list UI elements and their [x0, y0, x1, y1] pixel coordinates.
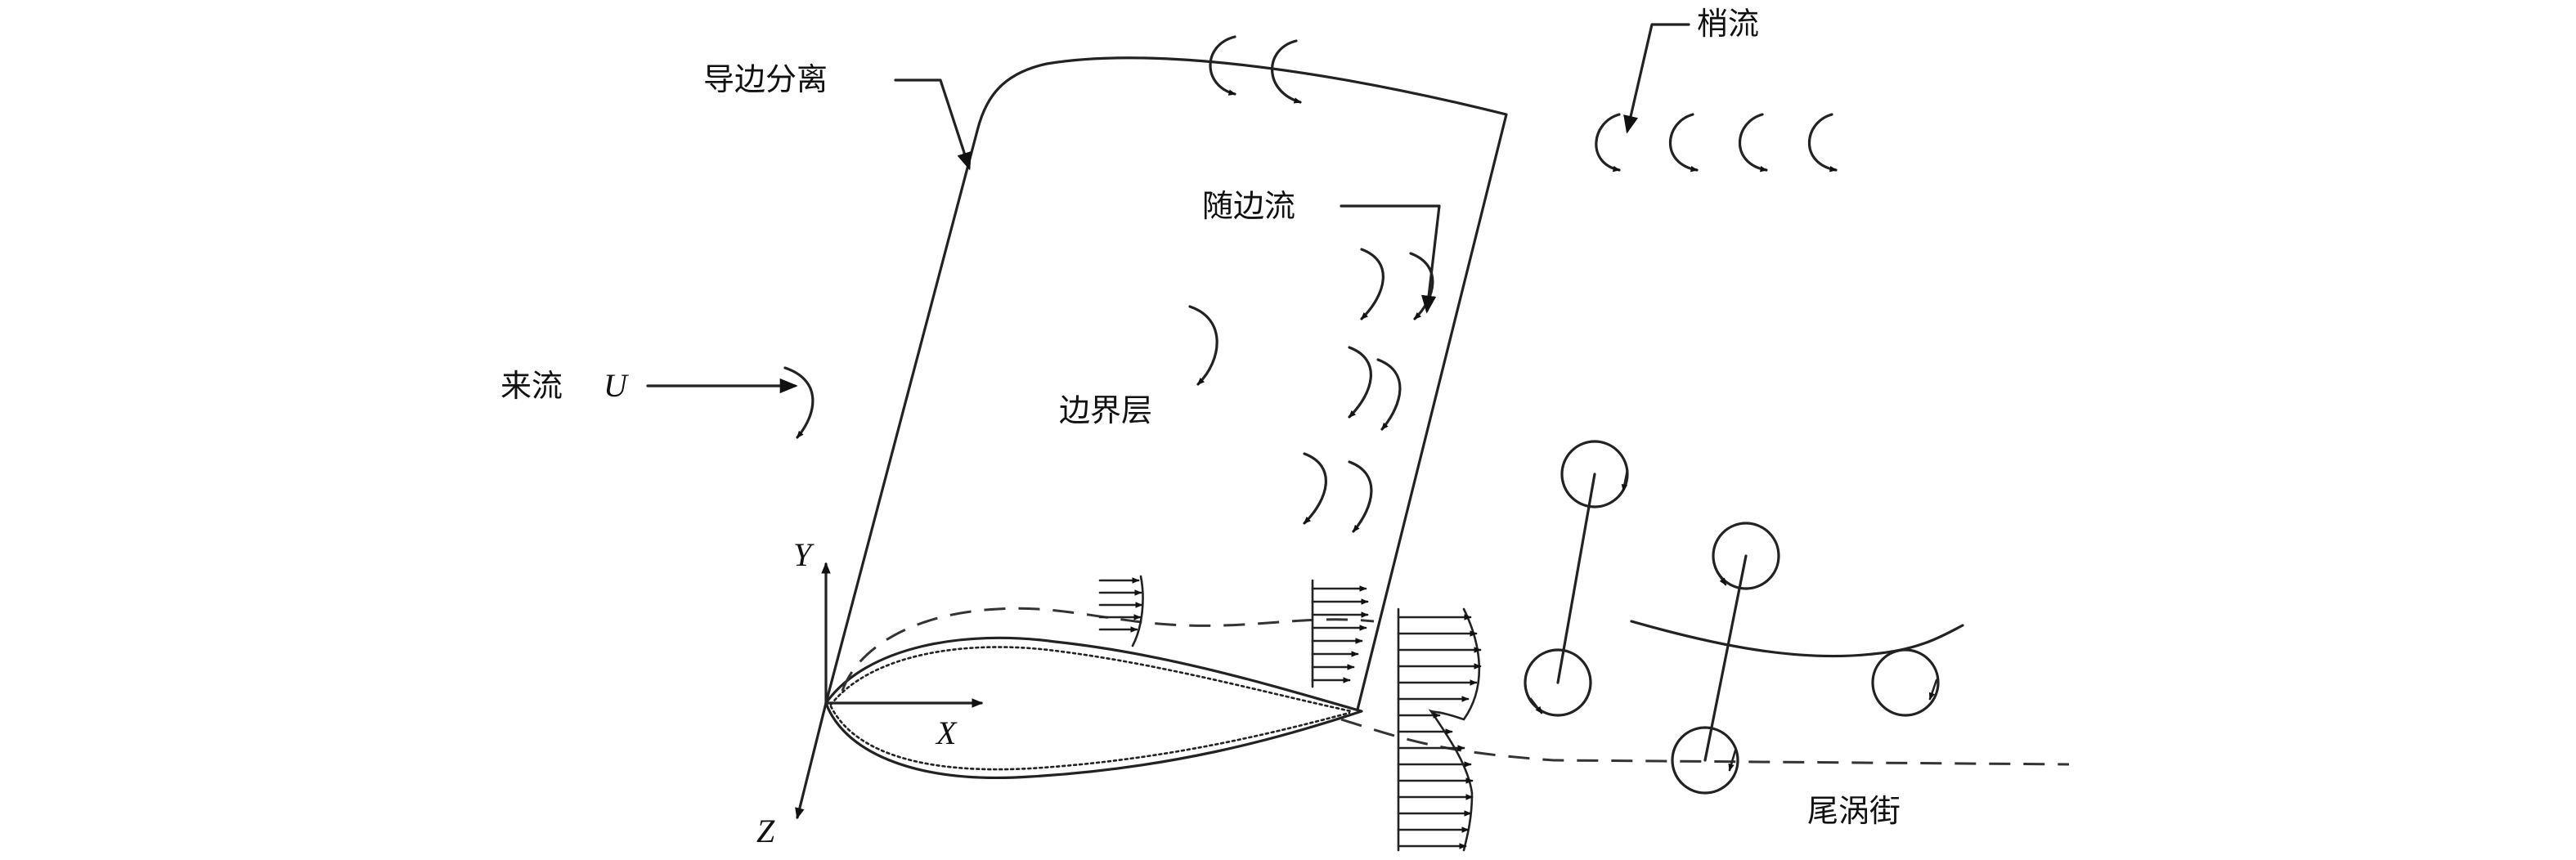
label-leaders: [646, 23, 1690, 394]
x-axis-label: X: [935, 714, 958, 751]
boundary-layer-edge: [841, 607, 1375, 692]
hydrofoil-wing: [824, 56, 1508, 779]
incoming-flow-curl: [783, 366, 815, 439]
z-axis: [795, 701, 828, 820]
label-boundary-layer: 边界层: [1059, 392, 1152, 428]
label-incoming-flow-symbol: U: [604, 367, 630, 404]
wake-streamline: [1630, 620, 1964, 658]
y-axis-label: Y: [793, 536, 815, 573]
tip-flow-curls: [1595, 113, 1838, 172]
label-leading-edge-separation: 导边分离: [703, 61, 828, 97]
trailing-edge-curls: [1303, 248, 1434, 533]
velocity-profile-trailing: [1311, 579, 1369, 688]
label-wake-vortex-street: 尾涡街: [1807, 793, 1901, 829]
velocity-profile-wake: [1397, 607, 1482, 852]
wake-vortex: [1671, 726, 1739, 795]
velocity-profile-midchord: [1098, 575, 1144, 647]
wake-vortex: [1524, 648, 1592, 717]
label-tip-flow: 梢流: [1697, 6, 1759, 42]
tip-vortex-curls-wing: [1209, 35, 1302, 104]
boundary-layer-curl: [1188, 305, 1218, 386]
wake-vortex: [1712, 522, 1780, 590]
label-incoming-flow: 来流: [500, 368, 563, 404]
wake-vortices: [1524, 440, 1940, 795]
z-axis-label: Z: [756, 813, 775, 849]
hydrofoil-section: [824, 636, 1363, 779]
coordinate-axes: Y X Z: [756, 536, 984, 849]
label-trailing-edge-flow: 随边流: [1202, 188, 1295, 224]
wake-centerline: [1340, 718, 2070, 766]
wake-vortex: [1871, 648, 1940, 717]
